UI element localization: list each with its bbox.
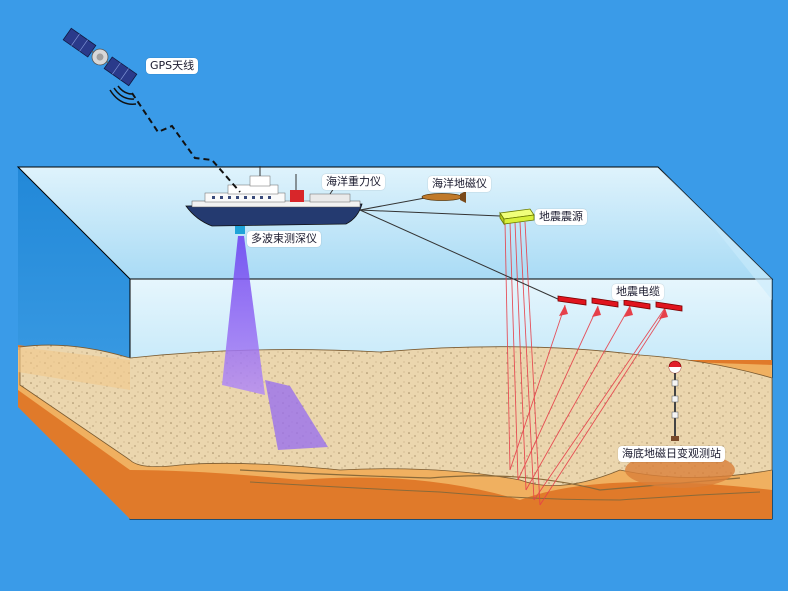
label-seafloor-station: 海底地磁日变观测站 [618, 446, 725, 462]
gps-satellite-icon [62, 27, 138, 87]
water-top-face [16, 166, 774, 280]
seabed-left-slope [18, 347, 130, 390]
gps-antenna-signal-icon [109, 85, 137, 105]
multibeam-beam [222, 236, 265, 395]
multibeam-footprint [265, 380, 328, 450]
label-multibeam: 多波束测深仪 [247, 231, 321, 247]
cable-tow-line [359, 209, 561, 301]
seabed-surface [19, 344, 773, 487]
label-gps-antenna: GPS天线 [146, 58, 199, 74]
label-magnetometer: 海洋地磁仪 [428, 176, 491, 192]
source-tow-line [359, 209, 501, 217]
seismic-cable [557, 295, 683, 312]
seafloor-station-icon [668, 360, 682, 441]
seabed-strata-line [249, 481, 761, 501]
label-gravimeter: 海洋重力仪 [322, 174, 385, 190]
seismic-source-box [499, 208, 535, 226]
survey-ship [185, 166, 363, 227]
label-seismic-cable: 地震电缆 [612, 284, 664, 300]
seismic-rays [504, 221, 666, 506]
multibeam-transducer [235, 226, 245, 234]
label-seismic-source: 地震震源 [535, 209, 587, 225]
magnetometer-tow-line [359, 197, 426, 211]
magnetometer-fish [421, 191, 466, 203]
seismic-ray-arrows [559, 305, 668, 319]
gps-signal-link [131, 92, 241, 193]
